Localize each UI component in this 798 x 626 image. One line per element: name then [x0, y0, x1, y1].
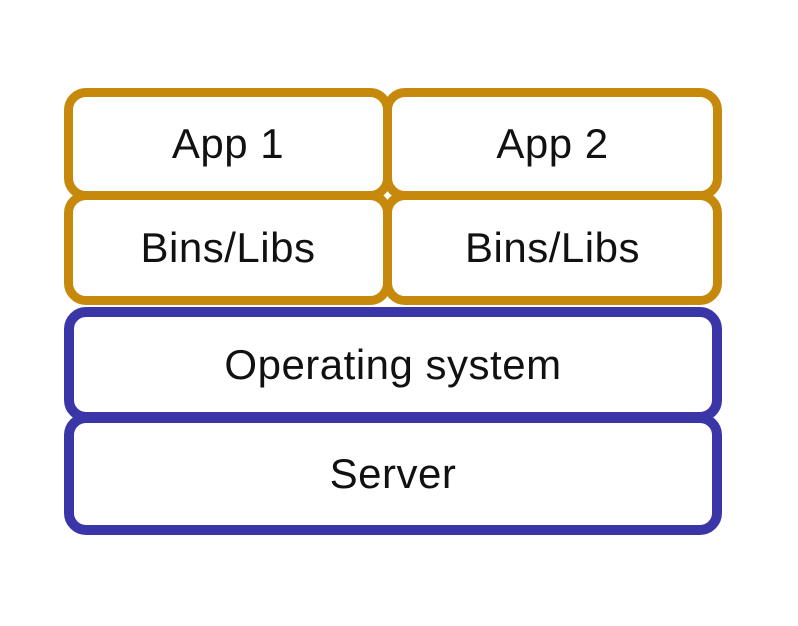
box-app-2-label: App 2	[496, 120, 609, 167]
box-server-label: Server	[329, 450, 457, 497]
box-operating-system-label: Operating system	[224, 340, 562, 388]
box-bins-libs-1-label: Bins/Libs	[140, 224, 316, 271]
box-app-1-label: App 1	[171, 120, 285, 167]
box-server: Server	[64, 413, 722, 535]
box-app-2: App 2	[383, 88, 722, 200]
box-app-1: App 1	[64, 88, 392, 200]
box-operating-system: Operating system	[64, 307, 722, 422]
box-bins-libs-2: Bins/Libs	[383, 191, 722, 305]
box-bins-libs-1: Bins/Libs	[64, 191, 392, 305]
box-bins-libs-2-label: Bins/Libs	[465, 224, 640, 271]
